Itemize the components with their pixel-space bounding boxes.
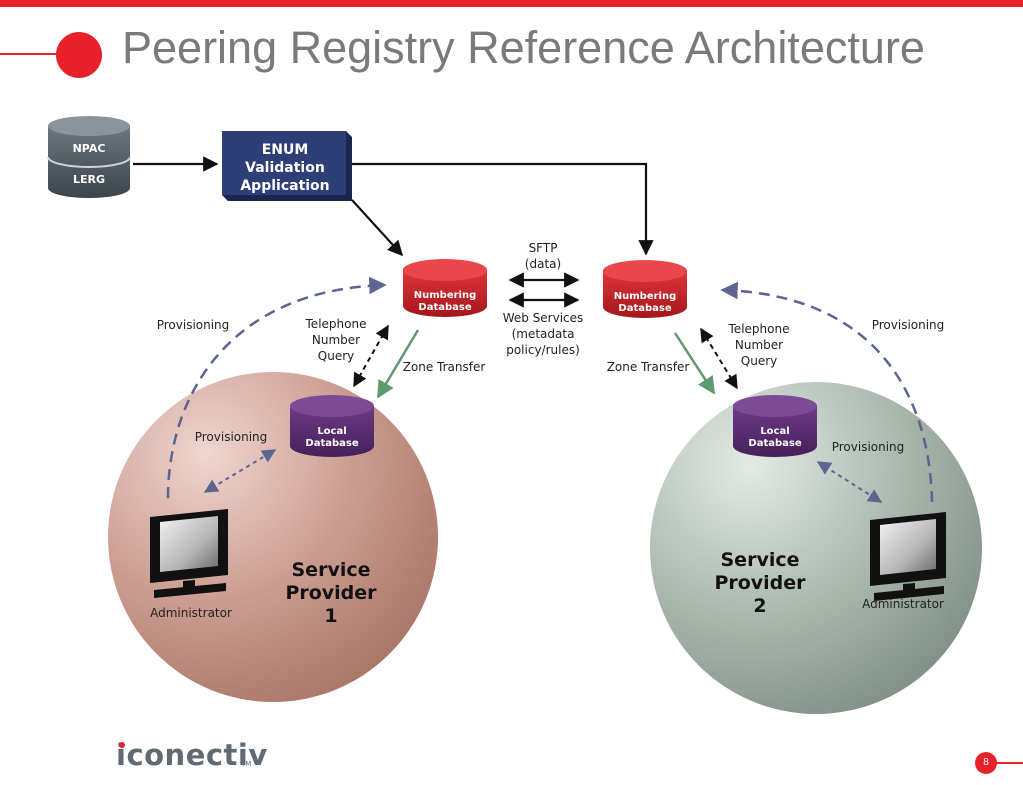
tn-query-arrow-1: [353, 324, 389, 388]
numbering-db-1-line2: Database: [418, 302, 471, 313]
npac-lerg-database-icon: [47, 116, 131, 198]
local-db-1-line2: Database: [305, 438, 358, 449]
local-db-1-line1: Local: [317, 426, 346, 437]
page-number-accent-line: [996, 762, 1023, 764]
zone-transfer-label-1: Zone Transfer: [403, 360, 486, 374]
iconectiv-logo: iconectiv: [116, 738, 268, 772]
tn-query-2-line1: Telephone: [728, 322, 790, 336]
tn-query-arrow-2: [700, 327, 738, 390]
service-provider-1-line1: Service: [292, 559, 371, 581]
service-provider-2-line2: Provider: [714, 572, 806, 594]
tn-query-1-line1: Telephone: [305, 317, 367, 331]
sftp-label-line2: (data): [525, 257, 561, 271]
provisioning-arc-2: [720, 281, 934, 503]
enum-to-numbering-db-1-arrow: [351, 199, 404, 257]
provisioning-label-outer-1: Provisioning: [157, 318, 230, 332]
zone-transfer-label-2: Zone Transfer: [607, 360, 690, 374]
web-services-label-line1: Web Services: [503, 311, 584, 325]
numbering-db-2-line1: Numbering: [614, 291, 677, 302]
enum-to-numbering-db-2-arrow: [352, 162, 654, 256]
local-provisioning-arrow-1: [203, 449, 277, 493]
numbering-db-1-line1: Numbering: [414, 290, 477, 301]
provisioning-label-outer-2: Provisioning: [872, 318, 945, 332]
top-accent-bar: [0, 0, 1023, 7]
slide-title: Peering Registry Reference Architecture: [122, 22, 925, 73]
administrator-label-2: Administrator: [862, 597, 944, 611]
provisioning-label-inner-1: Provisioning: [195, 430, 268, 444]
provisioning-arc-1: [166, 276, 387, 499]
local-database-2: [733, 395, 817, 457]
administrator-label-1: Administrator: [150, 606, 232, 620]
npac-label: NPAC: [73, 142, 106, 155]
tn-query-1-line2: Number: [312, 333, 360, 347]
administrator-monitor-1-icon: [150, 509, 228, 598]
web-services-label-line3: policy/rules): [506, 343, 580, 357]
title-accent-line: [0, 53, 60, 55]
zone-transfer-arrow-1: [376, 329, 420, 399]
service-provider-2-line1: Service: [721, 549, 800, 571]
service-provider-1-line3: 1: [324, 605, 337, 627]
numbering-db-2-line2: Database: [618, 303, 671, 314]
numbering-database-1: [403, 259, 487, 317]
enum-validation-application-box: [222, 131, 352, 201]
administrator-monitor-2-icon: [870, 512, 946, 601]
sftp-label-line1: SFTP: [529, 241, 558, 255]
enum-app-line3: Application: [240, 178, 329, 194]
local-db-2-line1: Local: [760, 426, 789, 437]
local-db-2-line2: Database: [748, 438, 801, 449]
provisioning-label-inner-2: Provisioning: [832, 440, 905, 454]
tn-query-2-line2: Number: [735, 338, 783, 352]
tn-query-1-line3: Query: [318, 349, 354, 363]
title-accent-dot: [56, 32, 102, 78]
page-number-badge: 8: [975, 752, 997, 774]
service-provider-2-sphere: [650, 382, 982, 714]
logo-accent-dot: [119, 742, 125, 748]
service-provider-2-line3: 2: [753, 595, 766, 617]
enum-app-line1: ENUM: [262, 142, 309, 158]
web-services-label-line2: (metadata: [512, 327, 575, 341]
zone-transfer-arrow-2: [673, 332, 716, 395]
service-provider-1-line2: Provider: [285, 582, 377, 604]
logo-trademark: TM: [241, 760, 252, 768]
tn-query-2-line3: Query: [741, 354, 777, 368]
lerg-label: LERG: [73, 173, 105, 186]
enum-app-line2: Validation: [245, 160, 325, 176]
numbering-database-2: [603, 260, 687, 318]
local-database-1: [290, 395, 374, 457]
